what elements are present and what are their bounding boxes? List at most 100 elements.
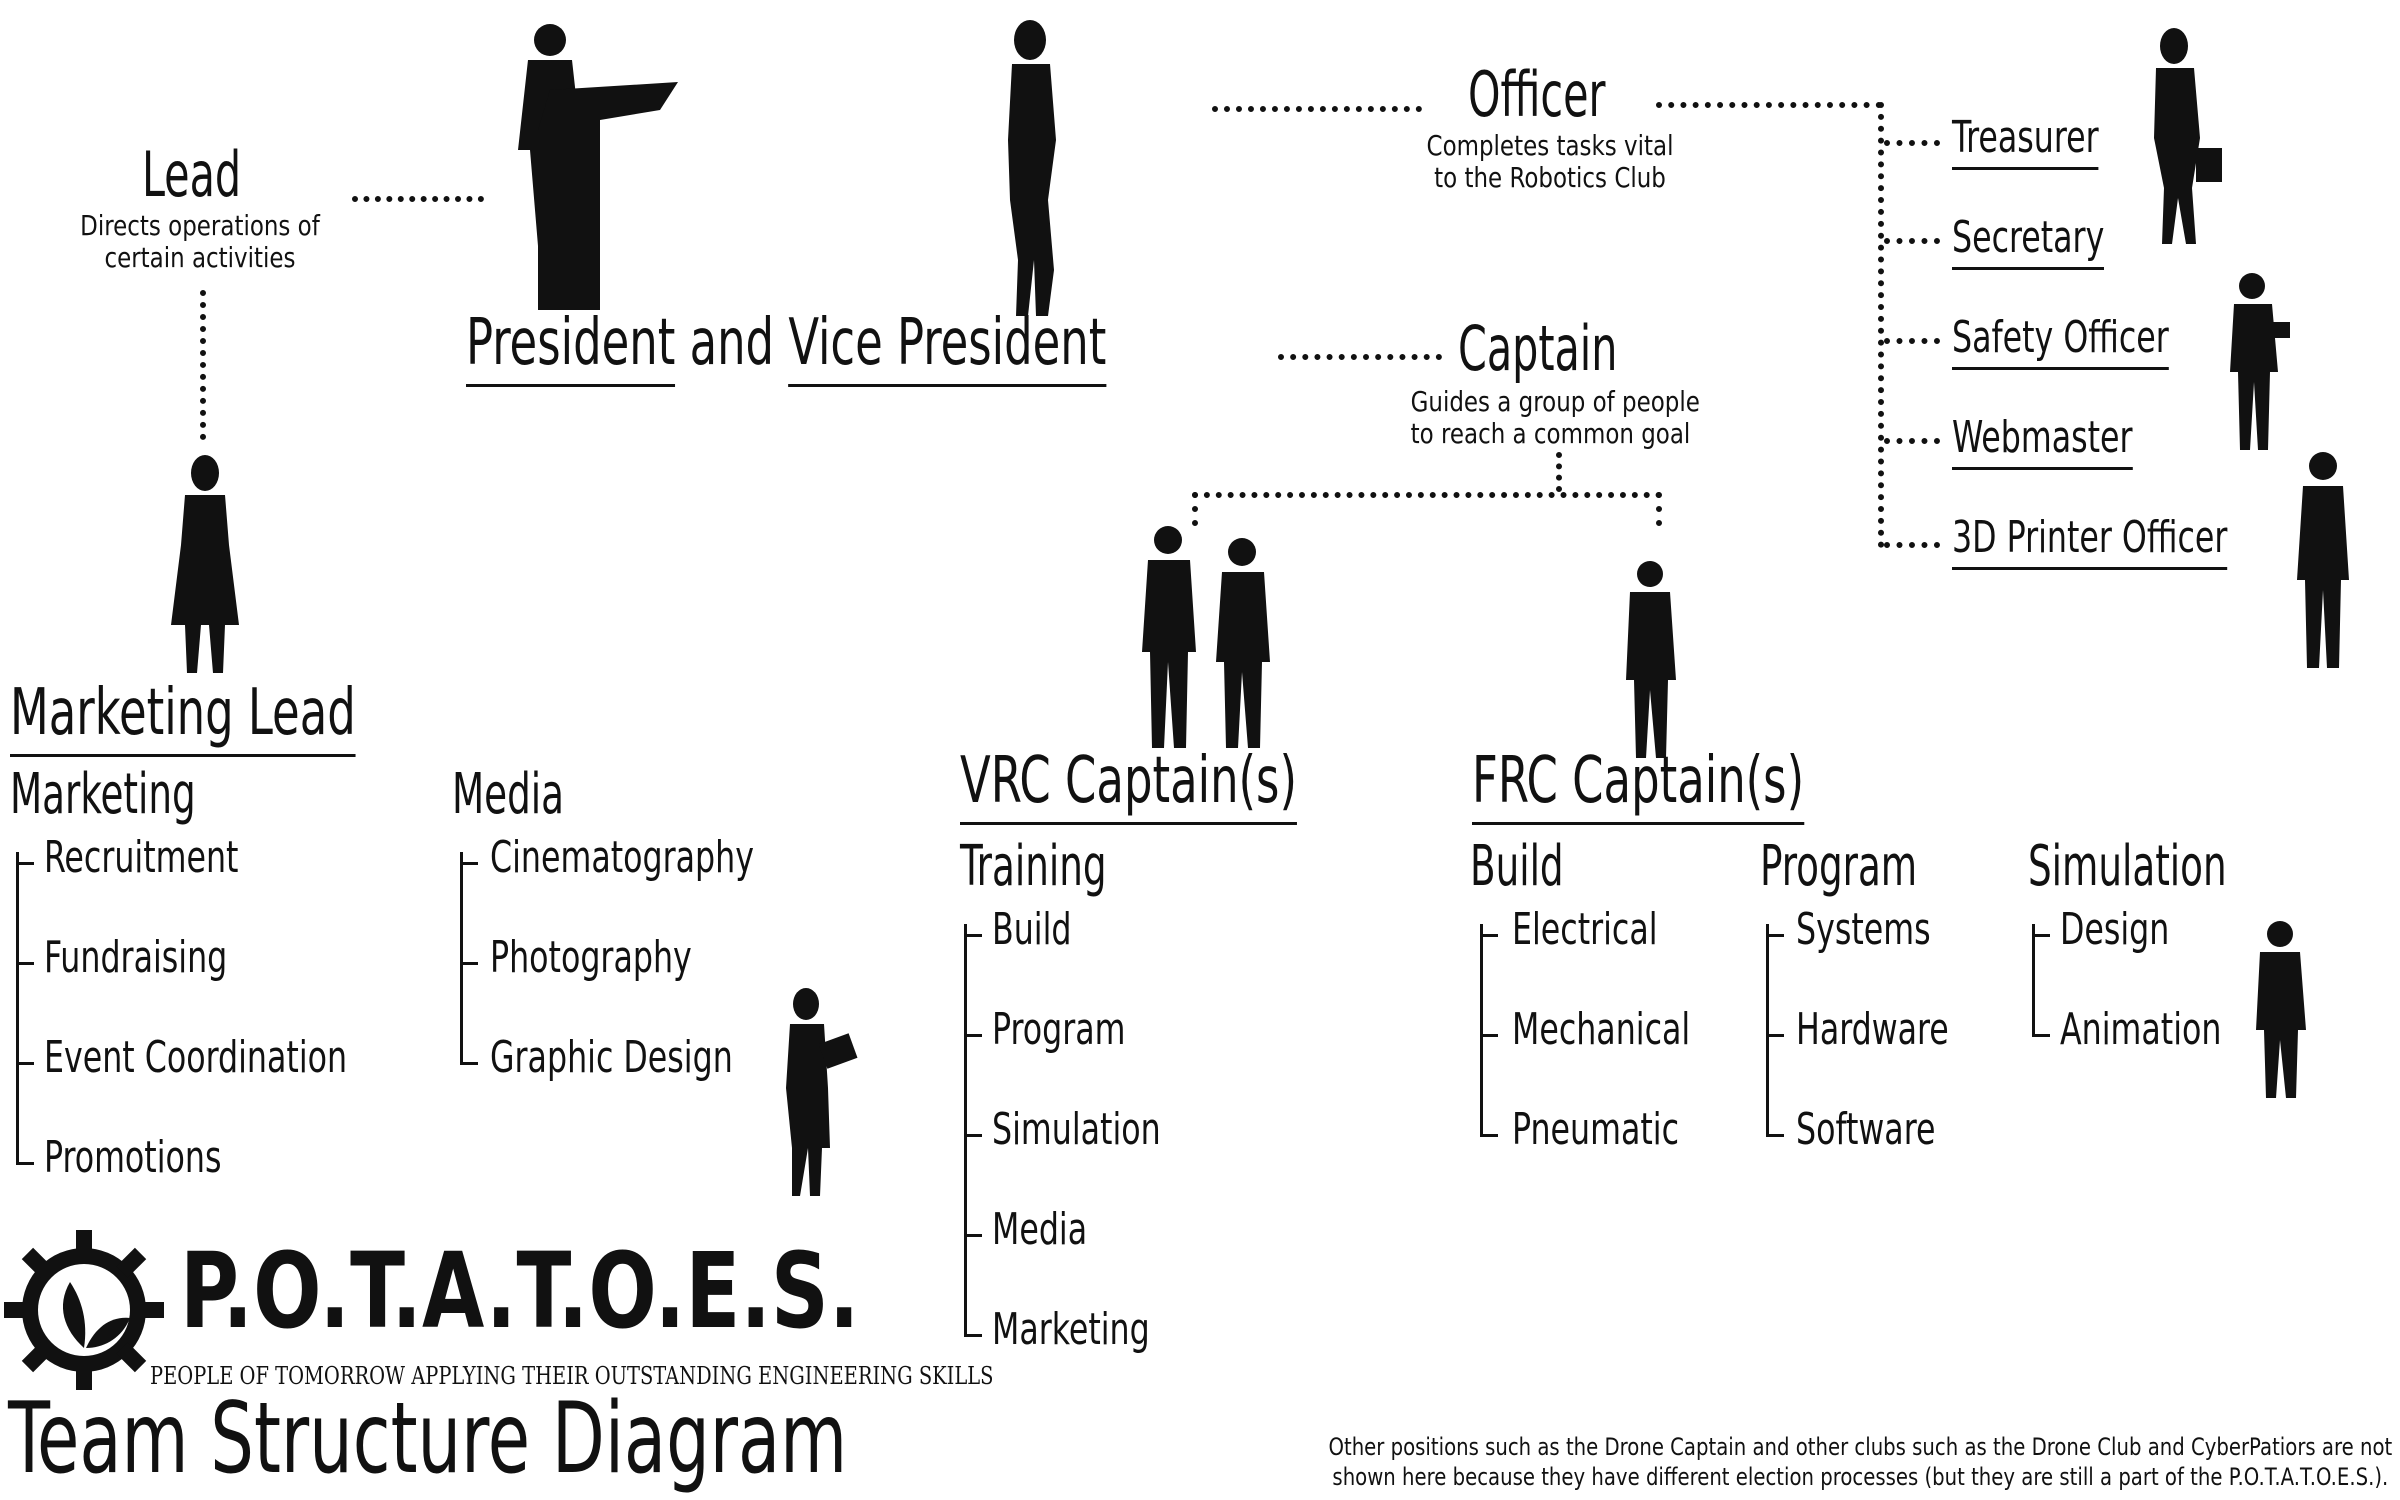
vrc-captains-men-icon xyxy=(1142,526,1270,748)
captain-title: Captain xyxy=(1458,312,1618,385)
frc-simulation-item: Animation xyxy=(2060,1004,2222,1055)
vice-president-woman-icon xyxy=(1008,20,1056,316)
vrc-captain-title: VRC Captain(s) xyxy=(960,744,1297,825)
connector-captain-frc xyxy=(1656,492,1662,526)
marketing-item: Promotions xyxy=(44,1132,222,1183)
frc-captain-man-icon xyxy=(1626,561,1676,758)
frc-program-item: Software xyxy=(1796,1104,1936,1155)
team-tagline: PEOPLE OF TOMORROW APPLYING THEIR OUTSTA… xyxy=(150,1362,994,1390)
marketing-item: Recruitment xyxy=(44,832,239,883)
officer-desc-line2: to the Robotics Club xyxy=(1434,161,1666,194)
frc-simulation-item: Design xyxy=(2060,904,2170,955)
officer-description: Completes tasks vital to the Robotics Cl… xyxy=(1380,130,1720,194)
training-tree-line xyxy=(964,924,967,1336)
frc-simulation-tree-line xyxy=(2032,924,2035,1036)
media-tree-line xyxy=(460,852,463,1064)
tree-tick xyxy=(460,962,478,965)
frc-program-item: Hardware xyxy=(1796,1004,1949,1055)
tree-tick xyxy=(460,862,478,865)
connector-3d-printer-officer xyxy=(1884,542,1940,548)
media-item: Graphic Design xyxy=(490,1032,733,1083)
tree-tick xyxy=(16,1062,34,1065)
connector-president-captain xyxy=(1278,354,1442,360)
vice-president-label: Vice President xyxy=(788,306,1107,387)
marketing-tree-line xyxy=(16,852,19,1164)
officer-role-treasurer: Treasurer xyxy=(1952,112,2099,170)
team-name: P.O.T.A.T.O.E.S. xyxy=(180,1230,860,1352)
tree-tick xyxy=(964,1034,982,1037)
officer-title: Officer xyxy=(1468,58,1606,131)
connector-webmaster xyxy=(1884,438,1940,444)
captain-desc-line1: Guides a group of people xyxy=(1410,385,1700,418)
connector-secretary xyxy=(1884,238,1940,244)
frc-build-tree-line xyxy=(1480,924,1483,1136)
officer-role-webmaster: Webmaster xyxy=(1952,412,2133,470)
connector-lead-marketing xyxy=(200,290,206,440)
connector-officer-trunk xyxy=(1878,102,1884,548)
lead-title: Lead xyxy=(142,138,242,211)
tree-tick xyxy=(1480,1134,1498,1137)
tree-tick xyxy=(964,1234,982,1237)
connector-captain-stem xyxy=(1556,452,1562,492)
connector-officer-left xyxy=(1212,106,1422,112)
president-heading: President and Vice President xyxy=(466,306,1107,387)
tree-tick xyxy=(964,1134,982,1137)
marketing-item: Event Coordination xyxy=(44,1032,348,1083)
frc-program-title: Program xyxy=(1760,834,1918,899)
lead-desc-line1: Directs operations of xyxy=(80,209,320,242)
frc-build-title: Build xyxy=(1470,834,1564,899)
tree-tick xyxy=(1766,1134,1784,1137)
connector-captain-vrc xyxy=(1192,492,1198,526)
training-item: Build xyxy=(992,904,1072,955)
media-item: Photography xyxy=(490,932,692,983)
frc-simulation-title: Simulation xyxy=(2028,834,2227,899)
tree-tick xyxy=(1480,1034,1498,1037)
president-label: President xyxy=(466,306,676,387)
safety-officer-man-icon xyxy=(2230,273,2290,450)
footnote-line2: shown here because they have different e… xyxy=(1332,1463,2389,1491)
training-item: Media xyxy=(992,1204,1088,1255)
captain-description: Guides a group of people to reach a comm… xyxy=(1380,386,1720,450)
tree-tick xyxy=(1480,934,1498,937)
connector-lead-president xyxy=(352,196,484,202)
president-and-label: and xyxy=(689,306,775,380)
3d-printer-officer-man-icon xyxy=(2297,452,2349,668)
graphic-design-woman-icon xyxy=(786,988,858,1196)
lead-desc-line2: certain activities xyxy=(104,241,296,274)
connector-officer-right xyxy=(1656,102,1882,108)
marketing-item: Fundraising xyxy=(44,932,228,983)
simulation-man-icon xyxy=(2256,921,2306,1098)
connector-treasurer xyxy=(1884,140,1940,146)
officer-role-safety-officer: Safety Officer xyxy=(1952,312,2169,370)
gear-leaf-logo-icon xyxy=(4,1230,164,1390)
footnote: Other positions such as the Drone Captai… xyxy=(1095,1432,2392,1492)
podium-speaker-icon xyxy=(518,24,678,310)
marketing-lead-title: Marketing Lead xyxy=(10,676,356,757)
training-item: Marketing xyxy=(992,1304,1150,1355)
officer-role-secretary: Secretary xyxy=(1952,212,2105,270)
frc-build-item: Mechanical xyxy=(1512,1004,1691,1055)
media-item: Cinematography xyxy=(490,832,754,883)
tree-tick xyxy=(16,962,34,965)
tree-tick xyxy=(1766,1034,1784,1037)
frc-build-item: Electrical xyxy=(1512,904,1658,955)
officer-desc-line1: Completes tasks vital xyxy=(1426,129,1674,162)
media-group-title: Media xyxy=(452,762,565,827)
footnote-line1: Other positions such as the Drone Captai… xyxy=(1328,1433,2392,1461)
officer-role-3d-printer-officer: 3D Printer Officer xyxy=(1952,512,2228,570)
training-group-title: Training xyxy=(960,834,1107,899)
training-item: Simulation xyxy=(992,1104,1161,1155)
tree-tick xyxy=(16,1162,34,1165)
tree-tick xyxy=(1766,934,1784,937)
connector-safety-officer xyxy=(1884,338,1940,344)
treasurer-woman-icon xyxy=(2154,28,2222,244)
tree-tick xyxy=(2032,1034,2050,1037)
connector-captain-branch xyxy=(1192,492,1662,498)
lead-description: Directs operations of certain activities xyxy=(30,210,370,274)
marketing-lead-woman-icon xyxy=(171,455,239,673)
frc-build-item: Pneumatic xyxy=(1512,1104,1679,1155)
captain-desc-line2: to reach a common goal xyxy=(1410,417,1691,450)
tree-tick xyxy=(16,862,34,865)
marketing-group-title: Marketing xyxy=(10,762,196,827)
tree-tick xyxy=(2032,934,2050,937)
